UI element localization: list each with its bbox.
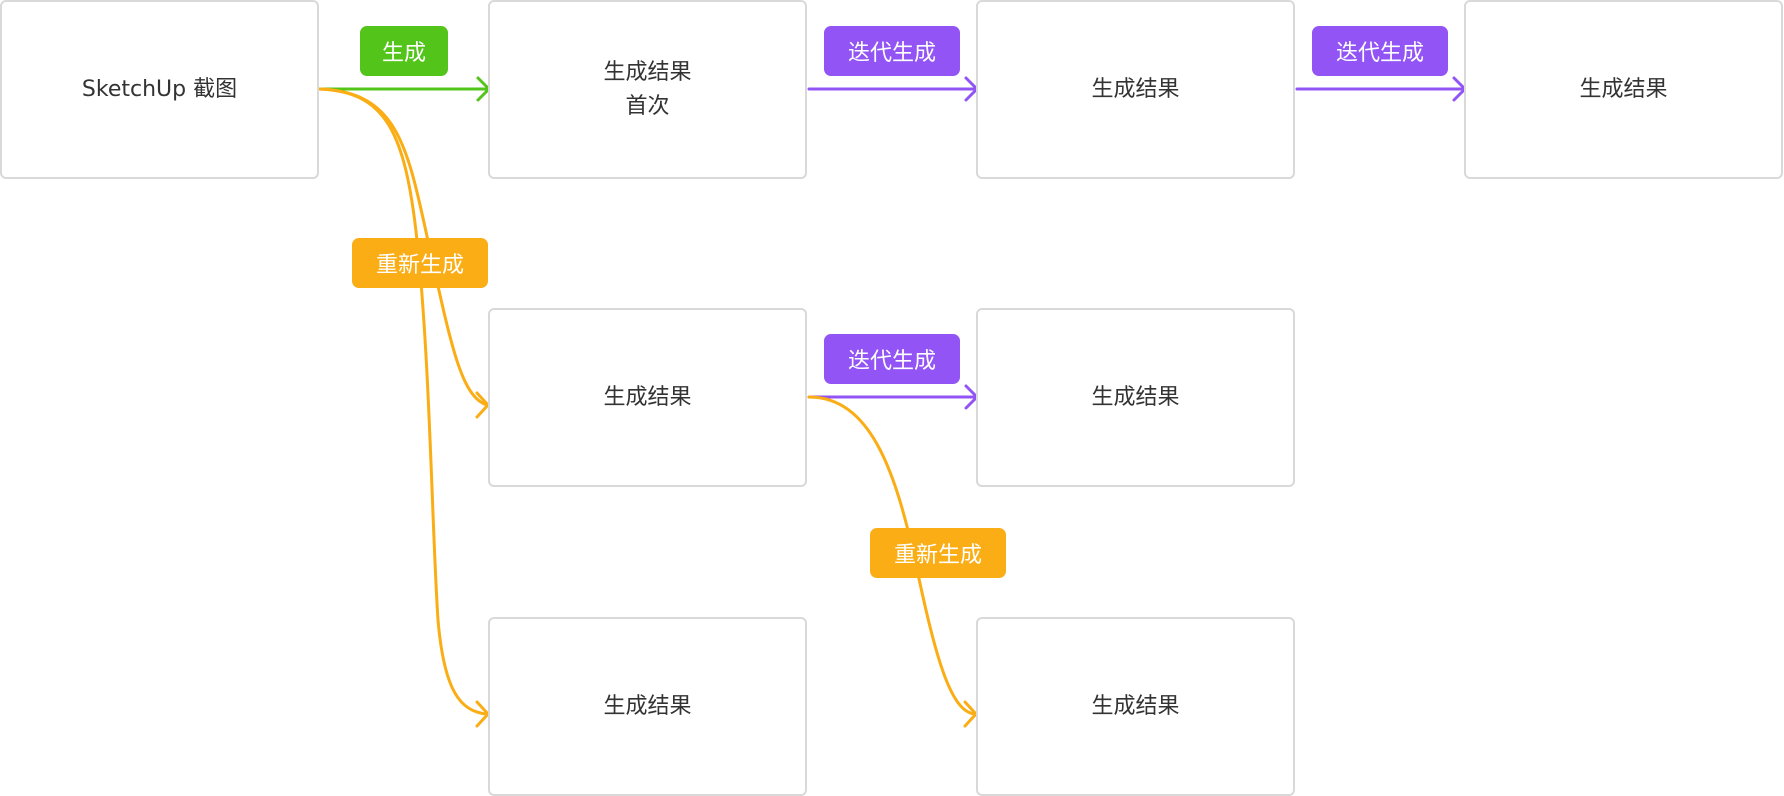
edge-iterate-2 xyxy=(1295,76,1467,102)
edge-regenerate-main xyxy=(318,87,490,728)
label-iterate-2: 迭代生成 xyxy=(1312,26,1448,76)
edge-generate xyxy=(318,76,491,102)
node-sublabel: 首次 xyxy=(625,93,670,119)
node-label: 生成结果 xyxy=(1091,693,1180,719)
node-sketchup-screenshot: SketchUp 截图 xyxy=(0,0,319,179)
node-label: 生成结果 xyxy=(1579,76,1668,102)
node-regenerate-a-iterate-result: 生成结果 xyxy=(976,308,1295,487)
node-label: 生成结果 xyxy=(603,59,692,85)
node-regenerate-result-b: 生成结果 xyxy=(488,617,807,796)
node-label: 生成结果 xyxy=(1091,384,1180,410)
label-regenerate-sub: 重新生成 xyxy=(870,528,1006,578)
edge-iterate-3 xyxy=(807,384,979,410)
node-label: 生成结果 xyxy=(1091,76,1180,102)
node-iterate-result-2: 生成结果 xyxy=(1464,0,1783,179)
node-regenerate-result-a: 生成结果 xyxy=(488,308,807,487)
node-label: 生成结果 xyxy=(603,693,692,719)
label-iterate-3: 迭代生成 xyxy=(824,334,960,384)
node-label: SketchUp 截图 xyxy=(81,76,238,102)
node-regenerate-a-regenerate-result: 生成结果 xyxy=(976,617,1295,796)
node-label: 生成结果 xyxy=(603,384,692,410)
edge-iterate-1 xyxy=(807,76,979,102)
label-generate: 生成 xyxy=(360,26,448,76)
node-first-result: 生成结果 首次 xyxy=(488,0,807,179)
label-regenerate-main: 重新生成 xyxy=(352,238,488,288)
label-iterate-1: 迭代生成 xyxy=(824,26,960,76)
node-iterate-result-1: 生成结果 xyxy=(976,0,1295,179)
